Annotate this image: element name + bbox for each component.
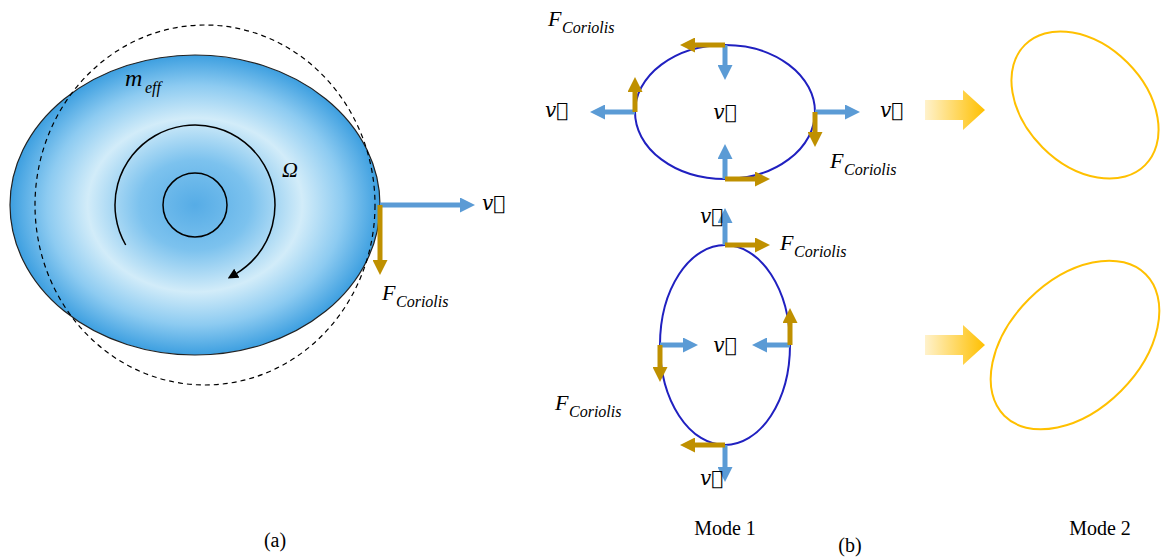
- mode-shape: [982, 2, 1167, 207]
- coriolis-arrow: [788, 323, 793, 345]
- panel-label: (a): [264, 530, 286, 550]
- velocity-arrow: [723, 445, 728, 467]
- velocity-symbol: v⃗: [700, 206, 723, 226]
- velocity-arrows: [605, 45, 845, 179]
- force-symbol: F: [382, 282, 395, 304]
- mode-label: Mode 2: [1069, 518, 1131, 538]
- velocity-symbol: v⃗: [545, 100, 568, 120]
- coriolis-arrow: [725, 177, 755, 182]
- transition-arrow: [925, 90, 985, 130]
- coriolis-arrow: [658, 345, 663, 367]
- coriolis-arrow: [813, 112, 818, 132]
- force-symbol: F: [555, 392, 568, 414]
- coriolis-arrow: [378, 205, 383, 260]
- force-subscript: Coriolis: [794, 244, 846, 260]
- coriolis-arrow: [725, 243, 755, 248]
- rest-shape-outline: [35, 25, 375, 385]
- velocity-arrow: [723, 159, 728, 179]
- velocity-symbol: v⃗: [713, 102, 736, 122]
- force-subscript: Coriolis: [396, 294, 448, 310]
- force-symbol: F: [780, 232, 793, 254]
- mode-label: Mode 1: [694, 518, 756, 538]
- rotation-inner-circle: [163, 173, 227, 237]
- force-symbol: F: [548, 8, 561, 30]
- velocity-arrow: [380, 203, 460, 208]
- rotation-arrow: [115, 125, 275, 274]
- velocity-arrow: [660, 343, 683, 348]
- velocity-arrows: [660, 223, 790, 467]
- velocity-arrow: [605, 110, 635, 115]
- panel-label: (b): [838, 535, 861, 555]
- mass-symbol: m: [125, 66, 142, 90]
- mode-shape: [635, 45, 815, 179]
- velocity-arrow: [723, 223, 728, 245]
- velocity-arrow: [815, 110, 845, 115]
- velocity-symbol: v⃗: [880, 100, 903, 120]
- force-subscript: Coriolis: [844, 162, 896, 178]
- velocity-symbol: v⃗: [713, 335, 736, 355]
- coriolis-arrow: [695, 43, 725, 48]
- mass-subscript: eff: [145, 80, 161, 96]
- velocity-arrow: [767, 343, 790, 348]
- coriolis-arrows: [635, 45, 815, 179]
- coriolis-arrows: [660, 245, 790, 445]
- force-subscript: Coriolis: [569, 404, 621, 420]
- force-symbol: F: [830, 150, 843, 172]
- angular-rate-symbol: Ω: [282, 159, 298, 181]
- force-subscript: Coriolis: [562, 20, 614, 36]
- coriolis-arrow: [695, 443, 725, 448]
- velocity-arrow: [723, 45, 728, 65]
- mode-shape: [660, 245, 790, 445]
- transition-arrow: [925, 325, 985, 365]
- resonator-disc: [10, 55, 380, 355]
- coriolis-arrow: [633, 92, 638, 112]
- velocity-symbol: v⃗: [482, 193, 505, 213]
- velocity-symbol: v⃗: [700, 468, 723, 488]
- mode-shape: [958, 228, 1167, 461]
